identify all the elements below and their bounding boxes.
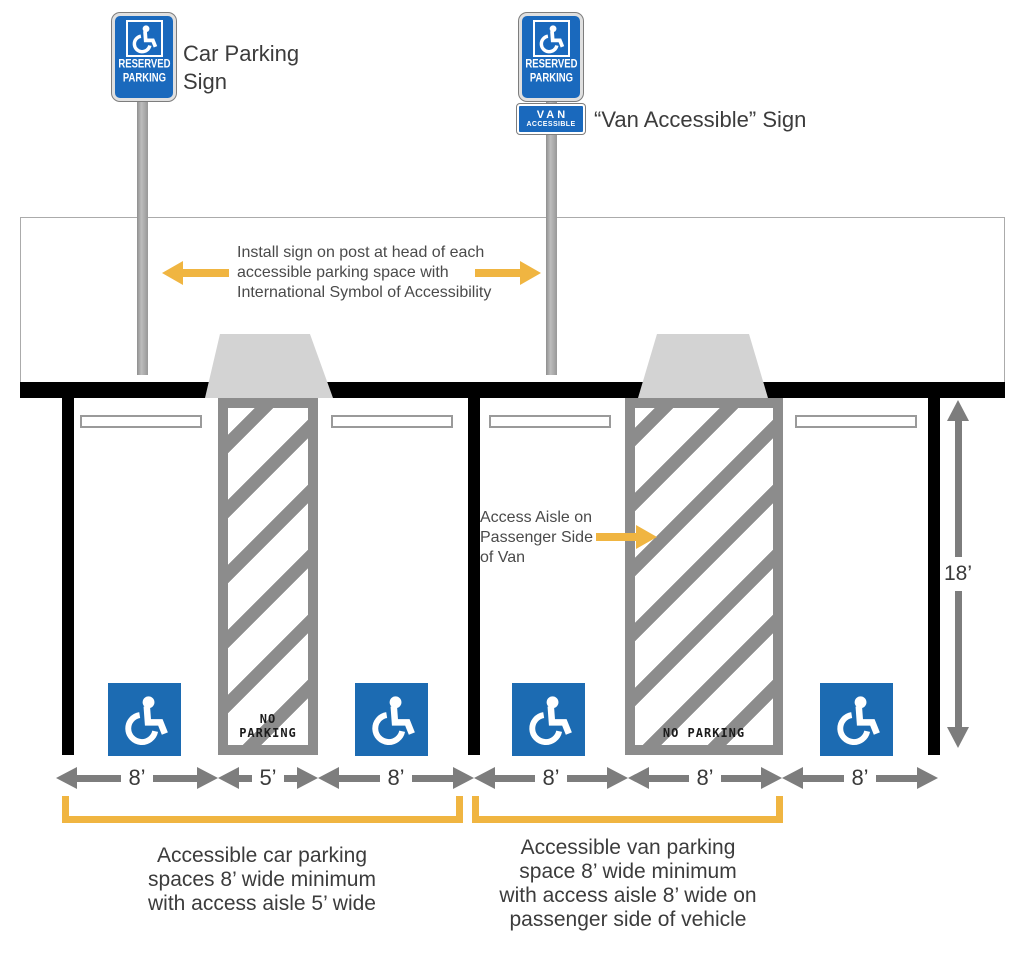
wheelchair-icon — [132, 24, 158, 53]
access-aisle-car: NO PARKING — [218, 398, 318, 755]
aisle-note-arrow-icon — [596, 525, 657, 549]
depth-dimension: 18’ — [944, 400, 972, 748]
dimension-line — [803, 774, 845, 782]
wheelchair-icon — [371, 695, 415, 745]
wheel-stop — [80, 415, 202, 428]
arrowhead-down-icon — [947, 727, 969, 748]
dimension-line — [339, 774, 381, 782]
wheel-stop — [331, 415, 453, 428]
width-dimension: 8’ — [474, 766, 628, 790]
arrowhead-right-icon — [520, 261, 541, 285]
dimension-line — [954, 591, 962, 727]
van-group-caption: Accessible van parking space 8’ wide min… — [499, 836, 757, 931]
van-accessible-plate: VAN ACCESSIBLE — [517, 104, 585, 134]
access-aisle-van: NO PARKING — [625, 398, 783, 755]
space-line-middle — [468, 398, 480, 755]
wheelchair-icon — [836, 695, 880, 745]
dimension-line — [239, 774, 253, 782]
arrowhead-right-icon — [761, 767, 782, 789]
width-dimension: 8’ — [56, 766, 218, 790]
van-plate-text: ACCESSIBLE — [526, 121, 576, 128]
reserved-parking-text: RESERVED PARKING — [524, 57, 578, 85]
dimension-line — [720, 774, 761, 782]
sign-post-car — [137, 96, 148, 375]
curb-ramp-car — [205, 334, 333, 398]
width-label: 8’ — [387, 765, 405, 790]
arrowhead-left-icon — [474, 767, 495, 789]
dimension-line — [411, 774, 453, 782]
no-parking-marking: NO PARKING — [239, 712, 297, 740]
wheelchair-icon — [528, 695, 572, 745]
dimension-line — [152, 774, 197, 782]
width-label: 8’ — [696, 765, 714, 790]
arrowhead-right-icon — [297, 767, 318, 789]
arrowhead-left-icon — [162, 261, 183, 285]
depth-label: 18’ — [943, 562, 973, 585]
width-label: 8’ — [542, 765, 560, 790]
isa-symbol-box — [532, 20, 570, 57]
arrowhead-left-icon — [318, 767, 339, 789]
arrow-shaft — [596, 533, 636, 541]
arrowhead-right-icon — [453, 767, 474, 789]
reserved-parking-sign-car: RESERVED PARKING — [112, 13, 176, 101]
van-sign-label: “Van Accessible” Sign — [594, 107, 807, 132]
reserved-parking-sign-van: RESERVED PARKING — [519, 13, 583, 101]
width-dimension: 5’ — [218, 766, 318, 790]
arrowhead-right-icon — [607, 767, 628, 789]
width-dimension: 8’ — [628, 766, 782, 790]
width-label: 8’ — [851, 765, 869, 790]
arrowhead-up-icon — [947, 400, 969, 421]
wheel-stop — [489, 415, 611, 428]
dimension-line — [495, 774, 536, 782]
arrowhead-left-icon — [628, 767, 649, 789]
install-sign-note: Install sign on post at head of each acc… — [237, 244, 492, 301]
isa-symbol-box — [125, 20, 163, 57]
arrow-left-icon — [162, 261, 229, 285]
wheel-stop — [795, 415, 917, 428]
arrowhead-left-icon — [782, 767, 803, 789]
curb-ramp-van — [638, 334, 768, 398]
curb — [20, 382, 1005, 398]
width-dimension: 8’ — [318, 766, 474, 790]
dimension-line — [875, 774, 917, 782]
wheelchair-icon — [539, 24, 565, 53]
width-label: 8’ — [128, 765, 146, 790]
isa-floor-symbol — [108, 683, 181, 756]
dimension-line — [283, 774, 297, 782]
isa-floor-symbol — [512, 683, 585, 756]
width-dimension: 8’ — [782, 766, 938, 790]
isa-floor-symbol — [820, 683, 893, 756]
dimension-line — [566, 774, 607, 782]
van-plate-text: VAN — [536, 109, 569, 121]
space-line-left — [62, 398, 74, 755]
sidewalk-band — [20, 217, 1005, 383]
isa-floor-symbol — [355, 683, 428, 756]
no-parking-marking: NO PARKING — [662, 726, 746, 740]
car-group-caption: Accessible car parking spaces 8’ wide mi… — [148, 844, 376, 915]
wheelchair-icon — [124, 695, 168, 745]
access-aisle-note: Access Aisle on Passenger Side of Van — [480, 509, 593, 566]
space-line-right — [928, 398, 940, 755]
dimension-line — [649, 774, 690, 782]
van-group-bracket — [472, 796, 783, 823]
sign-post-van — [546, 96, 557, 375]
width-label: 5’ — [259, 765, 277, 790]
arrow-shaft — [475, 269, 520, 277]
car-sign-label: Car Parking Sign — [183, 41, 300, 94]
arrowhead-right-icon — [197, 767, 218, 789]
arrowhead-left-icon — [56, 767, 77, 789]
reserved-parking-text: RESERVED PARKING — [117, 57, 171, 85]
car-group-bracket — [62, 796, 463, 823]
arrowhead-right-icon — [636, 525, 657, 549]
dimension-line — [77, 774, 122, 782]
arrowhead-left-icon — [218, 767, 239, 789]
arrowhead-right-icon — [917, 767, 938, 789]
dimension-line — [954, 421, 962, 557]
arrow-shaft — [183, 269, 229, 277]
arrow-right-icon — [475, 261, 541, 285]
